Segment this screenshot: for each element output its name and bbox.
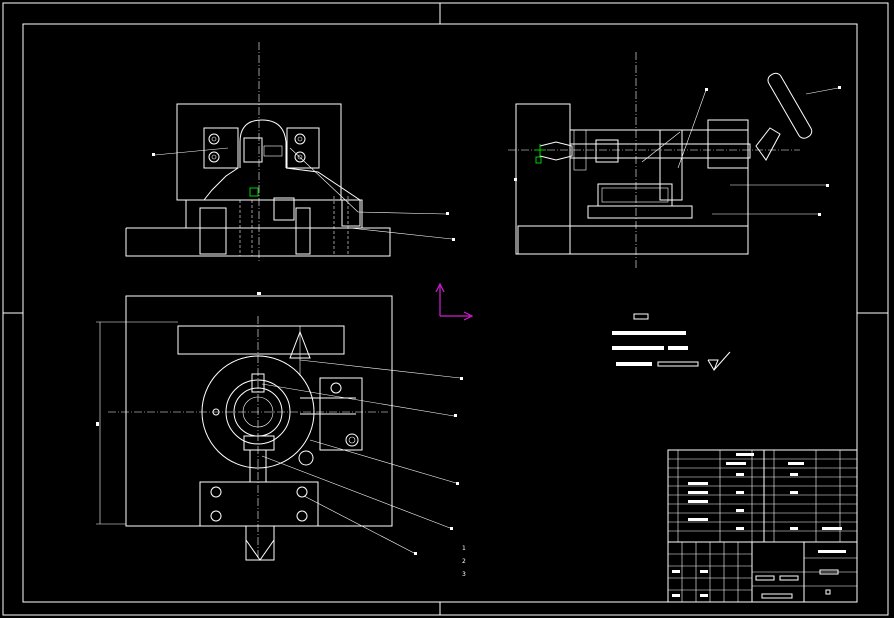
part-number-3: 3 [462, 571, 466, 578]
front-view [125, 42, 455, 262]
ucs-icon [435, 282, 474, 321]
part-number-list: 1 2 3 [462, 545, 466, 578]
title-block [667, 449, 858, 603]
side-view [508, 52, 841, 268]
top-view [96, 292, 463, 561]
technical-notes [612, 313, 731, 372]
part-number-1: 1 [462, 545, 466, 552]
part-number-2: 2 [462, 558, 466, 565]
